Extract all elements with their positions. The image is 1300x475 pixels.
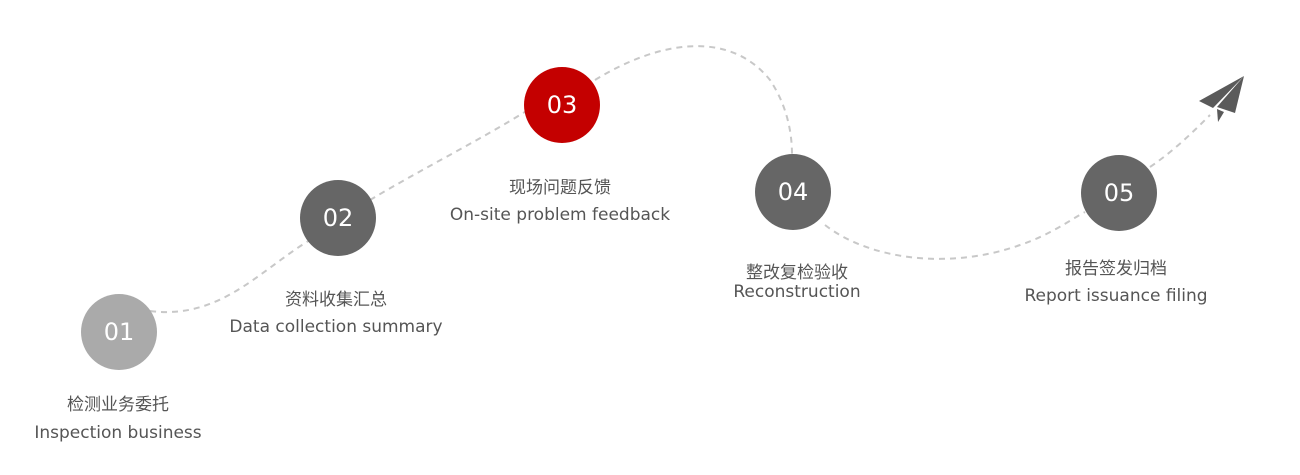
step-number: 04 [777,178,809,206]
step-number: 05 [1103,179,1135,207]
step-02-cn: 资料收集汇总 [285,290,387,310]
step-number: 02 [322,204,354,232]
step-05-circle[interactable]: 05 [1081,155,1157,231]
step-04-en: Reconstruction [733,282,861,302]
step-04-cn: 整改复检验收 [746,263,848,283]
step-01-en: Inspection business [34,423,202,443]
step-02-circle[interactable]: 02 [300,180,376,256]
step-03-en: On-site problem feedback [449,205,671,225]
step-01-cn: 检测业务委托 [67,395,169,415]
step-number: 01 [103,318,135,346]
step-03-cn: 现场问题反馈 [509,178,611,198]
step-number: 03 [546,91,578,119]
step-05-cn: 报告签发归档 [1065,259,1167,279]
step-04-circle[interactable]: 04 [755,154,831,230]
step-02-en: Data collection summary [229,317,443,337]
step-05-en: Report issuance filing [1024,286,1208,306]
step-03-circle[interactable]: 03 [524,67,600,143]
paper-plane-icon [1199,76,1244,122]
step-01-circle[interactable]: 01 [81,294,157,370]
